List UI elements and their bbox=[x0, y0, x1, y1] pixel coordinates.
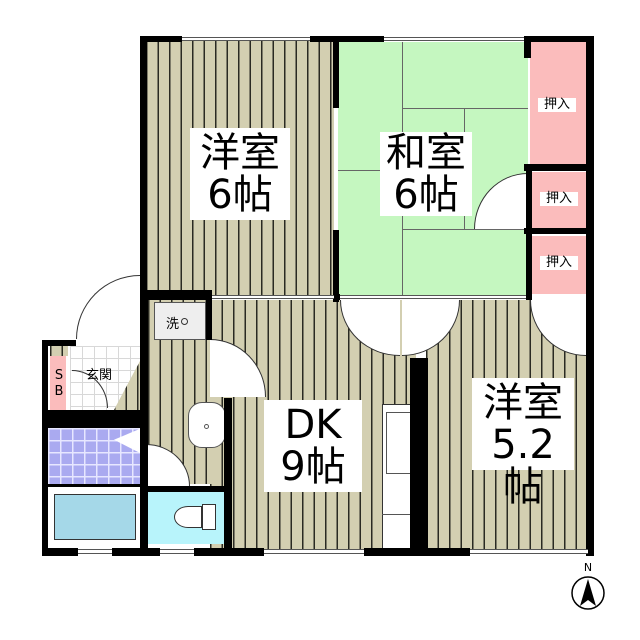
tatami-line bbox=[338, 170, 402, 171]
compass-arrow-icon bbox=[571, 576, 605, 610]
wall bbox=[224, 398, 232, 556]
wall bbox=[140, 290, 148, 410]
wall bbox=[42, 410, 148, 428]
wall bbox=[42, 340, 76, 346]
wall bbox=[526, 164, 532, 300]
wall bbox=[333, 36, 339, 108]
tatami-line bbox=[402, 108, 528, 109]
window bbox=[384, 37, 530, 41]
wall-opening bbox=[340, 295, 526, 299]
western-room-1-label: 洋室 6帖 bbox=[190, 128, 290, 220]
wall bbox=[206, 290, 212, 340]
japanese-room-label: 和室 6帖 bbox=[380, 128, 472, 220]
room-name: DK bbox=[284, 402, 342, 448]
wall bbox=[42, 340, 48, 556]
wall bbox=[524, 164, 594, 171]
stove-divider bbox=[382, 514, 426, 515]
window bbox=[182, 37, 310, 41]
wall bbox=[112, 548, 160, 556]
washer-space bbox=[154, 302, 206, 340]
bathtub bbox=[54, 494, 136, 540]
room-name: 洋室 bbox=[200, 130, 280, 176]
shoe-box-label: S B bbox=[52, 368, 66, 400]
wall bbox=[586, 36, 594, 556]
dk-label: DK 9帖 bbox=[264, 400, 362, 492]
room-name: 和室 bbox=[380, 132, 472, 174]
wall bbox=[334, 294, 340, 300]
window bbox=[78, 549, 112, 554]
wall bbox=[333, 230, 339, 302]
wall bbox=[194, 548, 264, 556]
window bbox=[160, 549, 194, 554]
room-name: 洋室 bbox=[483, 380, 563, 426]
wall bbox=[140, 428, 148, 556]
wall bbox=[410, 358, 428, 556]
western-room-2-label: 洋室 5.2帖 bbox=[472, 378, 574, 508]
entrance-door-swing bbox=[76, 275, 140, 339]
window bbox=[264, 549, 364, 554]
shoe-box-label-s: S bbox=[54, 368, 64, 383]
wall bbox=[48, 484, 140, 487]
shoe-box-label-b: B bbox=[54, 384, 64, 399]
wall bbox=[140, 36, 182, 42]
washer-drain-icon bbox=[181, 318, 188, 325]
closet-2-label: 押入 bbox=[540, 192, 578, 206]
wall-opening bbox=[212, 295, 334, 299]
closet-3-label: 押入 bbox=[540, 256, 578, 270]
toilet-bowl bbox=[174, 506, 202, 528]
compass-north-label: N bbox=[583, 561, 593, 574]
closet-1-label: 押入 bbox=[538, 98, 576, 112]
toilet-tank bbox=[202, 504, 216, 530]
entrance-label: 玄関 bbox=[85, 368, 112, 383]
room-size: 9帖 bbox=[280, 444, 346, 490]
washbasin-drain bbox=[204, 424, 209, 429]
wall bbox=[140, 36, 147, 302]
room-size: 6帖 bbox=[380, 174, 472, 216]
wall bbox=[526, 294, 532, 300]
shoe-box bbox=[50, 356, 66, 410]
shoe-box-top bbox=[50, 346, 68, 356]
wall bbox=[42, 548, 78, 556]
wall bbox=[140, 290, 212, 298]
wall bbox=[524, 36, 531, 58]
window bbox=[470, 549, 588, 554]
compass: N bbox=[570, 562, 606, 612]
room-size: 5.2帖 bbox=[491, 422, 555, 510]
washer-label: 洗 bbox=[166, 317, 180, 332]
wall bbox=[524, 36, 594, 42]
room-size: 6帖 bbox=[207, 172, 273, 218]
wall bbox=[524, 228, 594, 234]
tatami-line bbox=[402, 229, 528, 230]
wall bbox=[148, 486, 228, 492]
wall bbox=[310, 36, 384, 42]
